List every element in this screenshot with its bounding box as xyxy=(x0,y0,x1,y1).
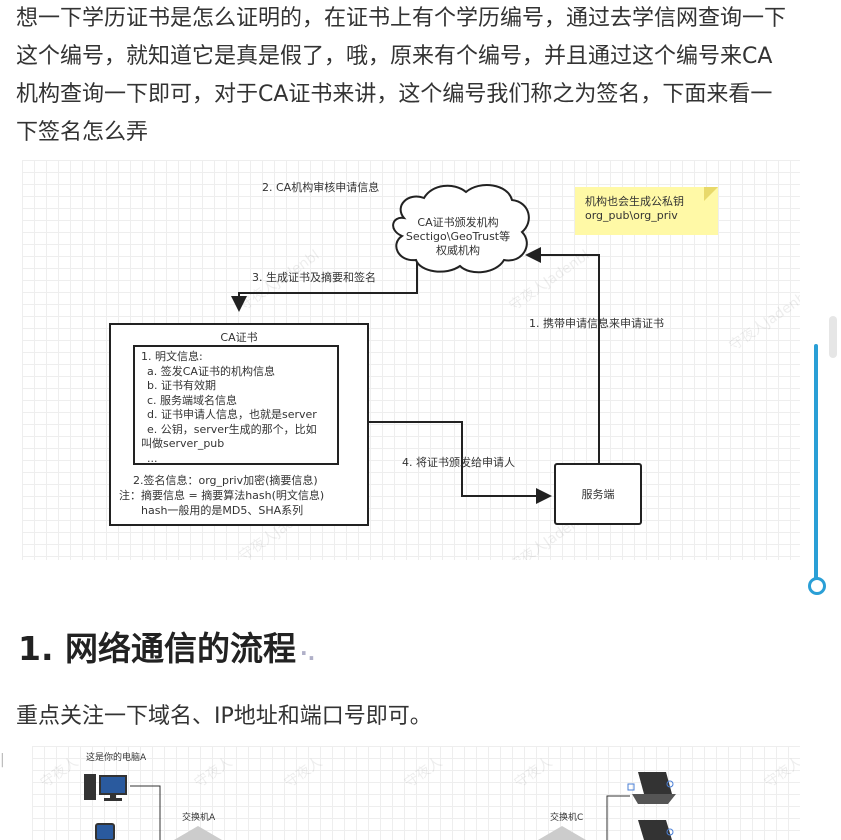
cert-sign-line: hash一般用的是MD5、SHA系列 xyxy=(141,504,304,517)
server-box: 服务端 xyxy=(554,463,642,525)
network-diagram: 守夜人 守夜人 守夜人 守夜人 守夜人 守夜人 这是你的电脑A 交换机A 交换机… xyxy=(32,746,800,840)
laptop-icon xyxy=(638,820,674,840)
ca-authority-cloud: CA证书颁发机构 Sectigo\GeoTrust等 权威机构 xyxy=(398,216,518,258)
cloud-line: Sectigo\GeoTrust等 xyxy=(405,230,511,243)
cert-item: 1. 明文信息: xyxy=(141,350,203,363)
cert-item: a. 签发CA证书的机构信息 xyxy=(147,364,275,378)
step2-label: 2. CA机构审核申请信息 xyxy=(262,181,380,194)
cert-title: CA证书 xyxy=(220,331,258,344)
cert-item: ... xyxy=(147,451,158,465)
ca-certificate-box: CA证书 1. 明文信息: a. 签发CA证书的机构信息 b. 证书有效期 c.… xyxy=(109,323,369,526)
step3-label: 3. 生成证书及摘要和签名 xyxy=(252,271,376,284)
reading-progress-line xyxy=(814,344,818,582)
section-paragraph: 重点关注一下域名、IP地址和端口号即可。 xyxy=(16,704,432,729)
laptop-cable xyxy=(606,795,630,840)
mobile-device-icon xyxy=(95,823,115,840)
cert-sign-line: 注：摘要信息 = 摘要算法hash(明文信息) xyxy=(119,489,325,502)
cert-sign-line: 2.签名信息：org_priv加密(摘要信息) xyxy=(133,474,318,487)
note-line: 机构也会生成公私钥 xyxy=(585,195,684,208)
switch-c-label: 交换机C xyxy=(550,813,584,823)
note-fold xyxy=(704,187,718,201)
switch-a-icon xyxy=(174,826,222,840)
server-label: 服务端 xyxy=(581,488,615,501)
arrow-step1 xyxy=(525,247,600,463)
arrow-step4 xyxy=(369,421,552,504)
switch-a-label: 交换机A xyxy=(182,813,216,823)
sticky-note: 机构也会生成公私钥 org_pub\org_priv xyxy=(575,187,718,235)
reading-progress-handle[interactable] xyxy=(808,577,826,595)
intro-line-3: 机构查询一下即可，对于CA证书来讲，这个编号我们称之为签名，下面来看一 xyxy=(16,82,773,107)
step1-label: 1. 携带申请信息来申请证书 xyxy=(529,317,664,330)
cloud-shape xyxy=(392,184,530,274)
intro-line-1: 想一下学历证书是怎么证明的，在证书上有个学历编号，通过去学信网查询一下 xyxy=(16,6,787,31)
pc-label: 这是你的电脑A xyxy=(86,753,147,763)
note-line: org_pub\org_priv xyxy=(585,209,678,222)
cert-item: d. 证书申请人信息，也就是server xyxy=(147,408,317,421)
intro-line-2: 这个编号，就知道它是真是假了，哦，原来有个编号，并且通过这个编号来CA xyxy=(16,44,773,69)
intro-line-4: 下签名怎么弄 xyxy=(16,120,149,145)
desktop-pc-icon xyxy=(84,774,127,801)
heading-anchor-icon[interactable]: ·. xyxy=(300,641,316,665)
cert-item: e. 公钥，server生成的那个，比如 xyxy=(147,422,317,436)
cloud-line: 权威机构 xyxy=(436,244,480,257)
laptop-icon xyxy=(627,772,676,804)
heading-text: 1. 网络通信的流程 xyxy=(18,629,296,668)
cert-signature-info: 2.签名信息：org_priv加密(摘要信息) 注：摘要信息 = 摘要算法has… xyxy=(119,473,324,518)
cert-item: 叫做server_pub xyxy=(141,437,225,450)
cert-plaintext-box: 1. 明文信息: a. 签发CA证书的机构信息 b. 证书有效期 c. 服务端域… xyxy=(133,345,339,465)
scrollbar-thumb[interactable] xyxy=(829,316,837,358)
edge-marker: | xyxy=(0,752,5,768)
cert-item: c. 服务端域名信息 xyxy=(147,393,238,407)
cert-item: b. 证书有效期 xyxy=(147,379,216,392)
network-graphics xyxy=(84,772,676,840)
pc-cable xyxy=(130,785,161,840)
section-heading: 1. 网络通信的流程·. xyxy=(18,622,315,670)
arrow-step3 xyxy=(231,262,418,312)
diagram-connectors xyxy=(231,184,600,504)
step4-label: 4. 将证书颁发给申请人 xyxy=(402,456,515,469)
switch-c-icon xyxy=(538,826,586,840)
cloud-line: CA证书颁发机构 xyxy=(417,216,499,229)
ca-certificate-diagram: 守夜人Jadenbl 守夜人Jadenbl 守夜人Jadenbl 守夜人Jade… xyxy=(22,160,800,560)
intro-paragraph: 想一下学历证书是怎么证明的，在证书上有个学历编号，通过去学信网查询一下 这个编号… xyxy=(16,0,816,152)
